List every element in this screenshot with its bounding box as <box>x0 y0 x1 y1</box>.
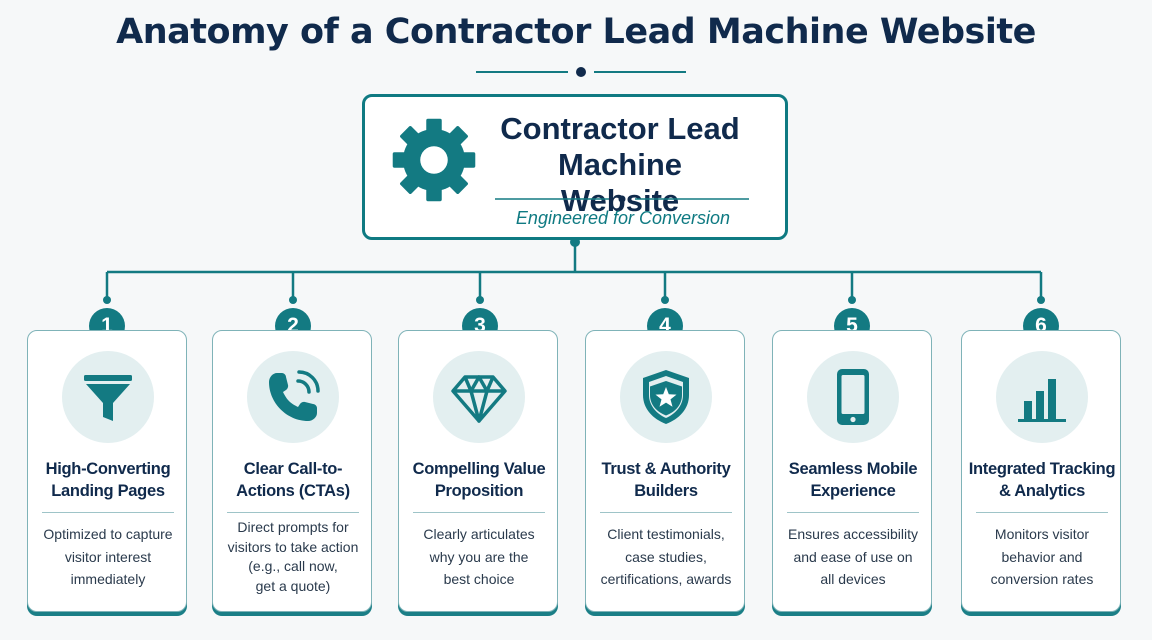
card-title-line: Proposition <box>434 482 524 500</box>
hub-title-line2: Machine Website <box>557 147 683 218</box>
card-description: Direct prompts for visitors to take acti… <box>217 518 369 596</box>
hub-title: Contractor Lead Machine Website <box>495 111 745 219</box>
card-desc-line: best choice <box>443 571 515 587</box>
card-desc-line: visitor interest <box>64 548 152 565</box>
card-divider <box>787 512 919 513</box>
card-divider <box>227 512 359 513</box>
card-title-line: High-Converting <box>45 460 171 478</box>
feature-card-4: Trust & Authority Builders Client testim… <box>585 330 745 612</box>
icon-circle <box>807 351 899 443</box>
page-title: Anatomy of a Contractor Lead Machine Web… <box>116 12 1036 52</box>
card-title-line: Clear Call-to- <box>243 460 343 478</box>
card-title: Seamless Mobile Experience <box>777 458 929 502</box>
card-divider <box>976 512 1108 513</box>
card-title: Integrated Tracking & Analytics <box>966 458 1118 502</box>
card-description: Ensures accessibility and ease of use on… <box>777 523 929 591</box>
card-title: Trust & Authority Builders <box>590 458 742 502</box>
card-title-line: & Analytics <box>999 482 1085 500</box>
card-title-line: Landing Pages <box>51 482 165 500</box>
card-title-line: Actions (CTAs) <box>236 482 350 500</box>
card-title: Compelling Value Proposition <box>403 458 555 502</box>
card-desc-line: Monitors visitor <box>994 526 1090 542</box>
card-divider <box>413 512 545 513</box>
title-divider <box>476 67 686 77</box>
card-title-line: Compelling Value <box>412 460 546 478</box>
icon-circle <box>433 351 525 443</box>
gear-icon <box>392 118 476 202</box>
hub-subtitle: Engineered for Conversion <box>515 208 731 228</box>
card-title-line: Integrated Tracking <box>968 460 1116 478</box>
card-desc-line: case studies, <box>625 548 707 565</box>
card-desc-line: (e.g., call now, <box>248 558 338 574</box>
card-desc-line: Optimized to capture <box>43 526 173 542</box>
feature-card-6: Integrated Tracking & Analytics Monitors… <box>961 330 1121 612</box>
feature-card-2: Clear Call-to- Actions (CTAs) Direct pro… <box>212 330 372 612</box>
card-desc-line: all devices <box>820 571 886 587</box>
card-desc-line: and ease of use on <box>793 548 913 565</box>
phone-icon <box>269 370 320 421</box>
card-desc-line: conversion rates <box>990 571 1094 587</box>
feature-card-5: Seamless Mobile Experience Ensures acces… <box>772 330 932 612</box>
diamond-icon <box>451 375 507 423</box>
icon-circle <box>996 351 1088 443</box>
hub-divider <box>495 195 749 203</box>
shield-star-icon <box>643 370 689 424</box>
funnel-icon <box>84 375 132 421</box>
card-desc-line: behavior and <box>1001 548 1083 565</box>
card-desc-line: Client testimonials, <box>607 526 725 542</box>
card-description: Client testimonials, case studies, certi… <box>590 523 742 591</box>
card-divider <box>42 512 174 513</box>
card-title: Clear Call-to- Actions (CTAs) <box>217 458 369 502</box>
card-description: Monitors visitor behavior and conversion… <box>966 523 1118 591</box>
card-desc-line: Direct prompts for <box>237 519 349 535</box>
card-desc-line: immediately <box>70 571 146 587</box>
card-desc-line: get a quote) <box>255 577 331 594</box>
card-divider <box>600 512 732 513</box>
icon-circle <box>620 351 712 443</box>
card-description: Optimized to capture visitor interest im… <box>32 523 184 591</box>
card-title-line: Trust & Authority <box>601 460 731 478</box>
card-title-line: Experience <box>810 482 896 500</box>
hub-box: Contractor Lead Machine Website Engineer… <box>362 94 788 240</box>
icon-circle <box>62 351 154 443</box>
feature-card-3: Compelling Value Proposition Clearly art… <box>398 330 558 612</box>
card-description: Clearly articulates why you are the best… <box>403 523 555 591</box>
hub-title-line1: Contractor Lead <box>500 111 740 146</box>
smartphone-icon <box>837 369 869 425</box>
card-desc-line: visitors to take action <box>227 538 359 555</box>
card-desc-line: why you are the <box>429 548 529 565</box>
feature-card-1: High-Converting Landing Pages Optimized … <box>27 330 187 612</box>
card-desc-line: certifications, awards <box>600 571 732 587</box>
icon-circle <box>247 351 339 443</box>
card-desc-line: Clearly articulates <box>423 526 535 542</box>
card-desc-line: Ensures accessibility <box>788 526 918 542</box>
card-title: High-Converting Landing Pages <box>32 458 184 502</box>
card-title-line: Seamless Mobile <box>788 460 918 478</box>
card-title-line: Builders <box>634 482 698 500</box>
bar-chart-icon <box>1018 379 1066 422</box>
